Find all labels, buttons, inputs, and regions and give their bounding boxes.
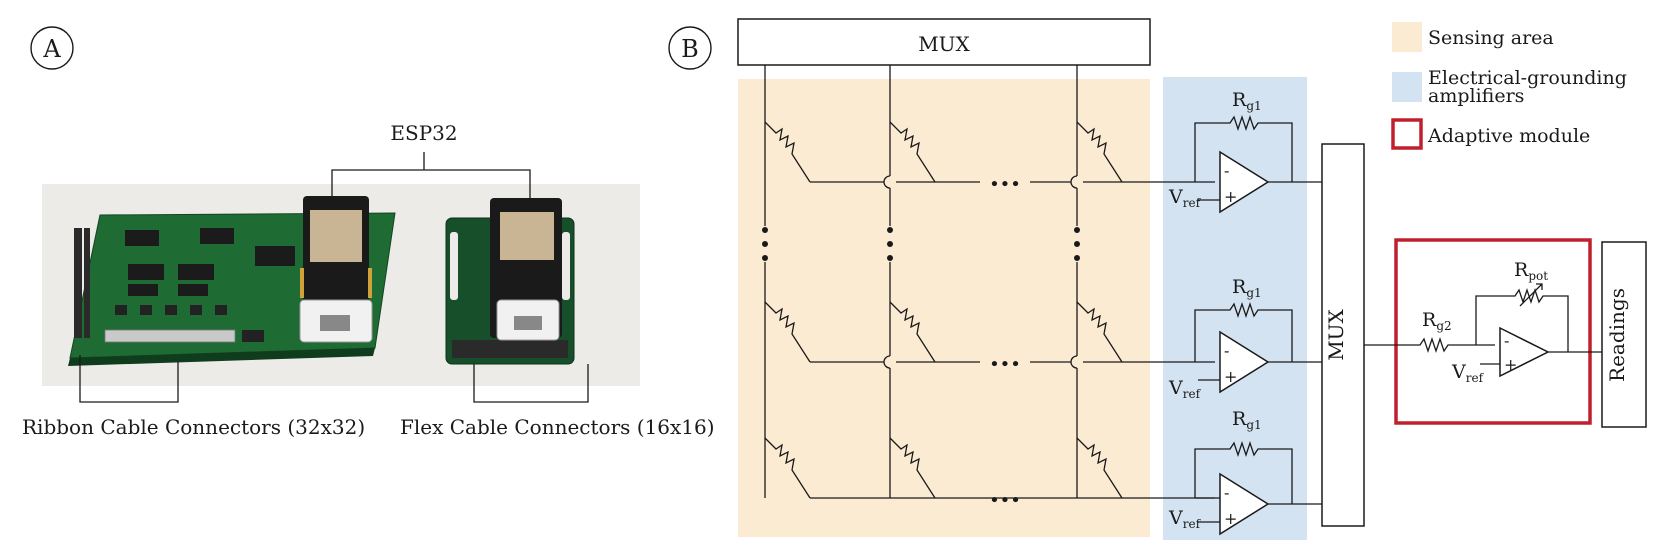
legend-grounding-line2: amplifiers <box>1428 85 1524 107</box>
legend-adaptive-label: Adaptive module <box>1427 125 1590 147</box>
esp32-bracket <box>331 169 531 198</box>
amp3-plus: + <box>1224 509 1237 528</box>
amp1-minus: - <box>1224 161 1229 180</box>
adaptive-plus: + <box>1504 355 1517 374</box>
ribbon-bracket <box>79 355 179 403</box>
adaptive-module-box <box>1394 238 1592 425</box>
legend-grounding-swatch <box>1392 72 1422 102</box>
amp3-vref: Vref <box>1168 507 1202 531</box>
legend-sensing-label: Sensing area <box>1428 27 1554 49</box>
row-dots-1: ••• <box>989 174 1021 195</box>
ribbon-label: Ribbon Cable Connectors (32x32) <box>22 415 365 439</box>
adaptive-rg2: Rg2 <box>1422 309 1452 333</box>
flex-bracket <box>473 364 589 403</box>
legend-adaptive-swatch <box>1391 118 1423 150</box>
panel-a-circle <box>30 26 74 70</box>
esp32-right <box>490 198 562 341</box>
amplifier-3 <box>1194 440 1322 536</box>
panel-a: A <box>22 26 715 439</box>
sensing-resistors <box>764 121 1123 499</box>
esp32-left <box>299 196 373 343</box>
sensing-area <box>738 79 1150 537</box>
amplifier-1 <box>1194 114 1322 214</box>
legend-sensing-swatch <box>1392 22 1422 52</box>
esp32-label: ESP32 <box>390 121 457 145</box>
amp2-minus: - <box>1224 341 1229 360</box>
row-wires <box>810 181 1215 499</box>
amp2-rg1: Rg1 <box>1232 276 1262 300</box>
legend-grounding-line1: Electrical-grounding <box>1428 67 1627 89</box>
readings-box <box>1601 241 1647 428</box>
amp2-plus: + <box>1224 367 1237 386</box>
amp3-rg1: Rg1 <box>1232 408 1262 432</box>
adaptive-vref: Vref <box>1451 361 1485 385</box>
adaptive-amplifier <box>1364 283 1602 378</box>
panel-b-label: B <box>681 35 699 63</box>
mux-side <box>1321 143 1365 527</box>
row-dots-3: ••• <box>989 490 1021 511</box>
panel-b-circle <box>668 26 712 70</box>
amp3-minus: - <box>1224 483 1229 502</box>
mux-top-label: MUX <box>918 32 970 56</box>
panel-a-label: A <box>42 35 61 63</box>
readings-label: Readings <box>1605 288 1629 382</box>
panel-b: B MUX • <box>668 18 1647 540</box>
flex-label: Flex Cable Connectors (16x16) <box>400 415 715 439</box>
adaptive-minus: - <box>1504 331 1509 350</box>
row-dots-2: ••• <box>989 354 1021 375</box>
amp1-plus: + <box>1224 187 1237 206</box>
amp1-vref: Vref <box>1168 186 1202 210</box>
amp2-vref: Vref <box>1168 377 1202 401</box>
column-wires <box>764 65 1078 498</box>
adaptive-rpot: Rpot <box>1514 259 1548 283</box>
legend: Sensing area Electrical-grounding amplif… <box>1391 22 1627 150</box>
mux-side-label: MUX <box>1324 308 1348 360</box>
vertical-dots <box>762 227 1080 261</box>
mux-top <box>737 18 1151 66</box>
amp1-rg1: Rg1 <box>1232 89 1262 113</box>
amplifier-2 <box>1194 301 1322 394</box>
